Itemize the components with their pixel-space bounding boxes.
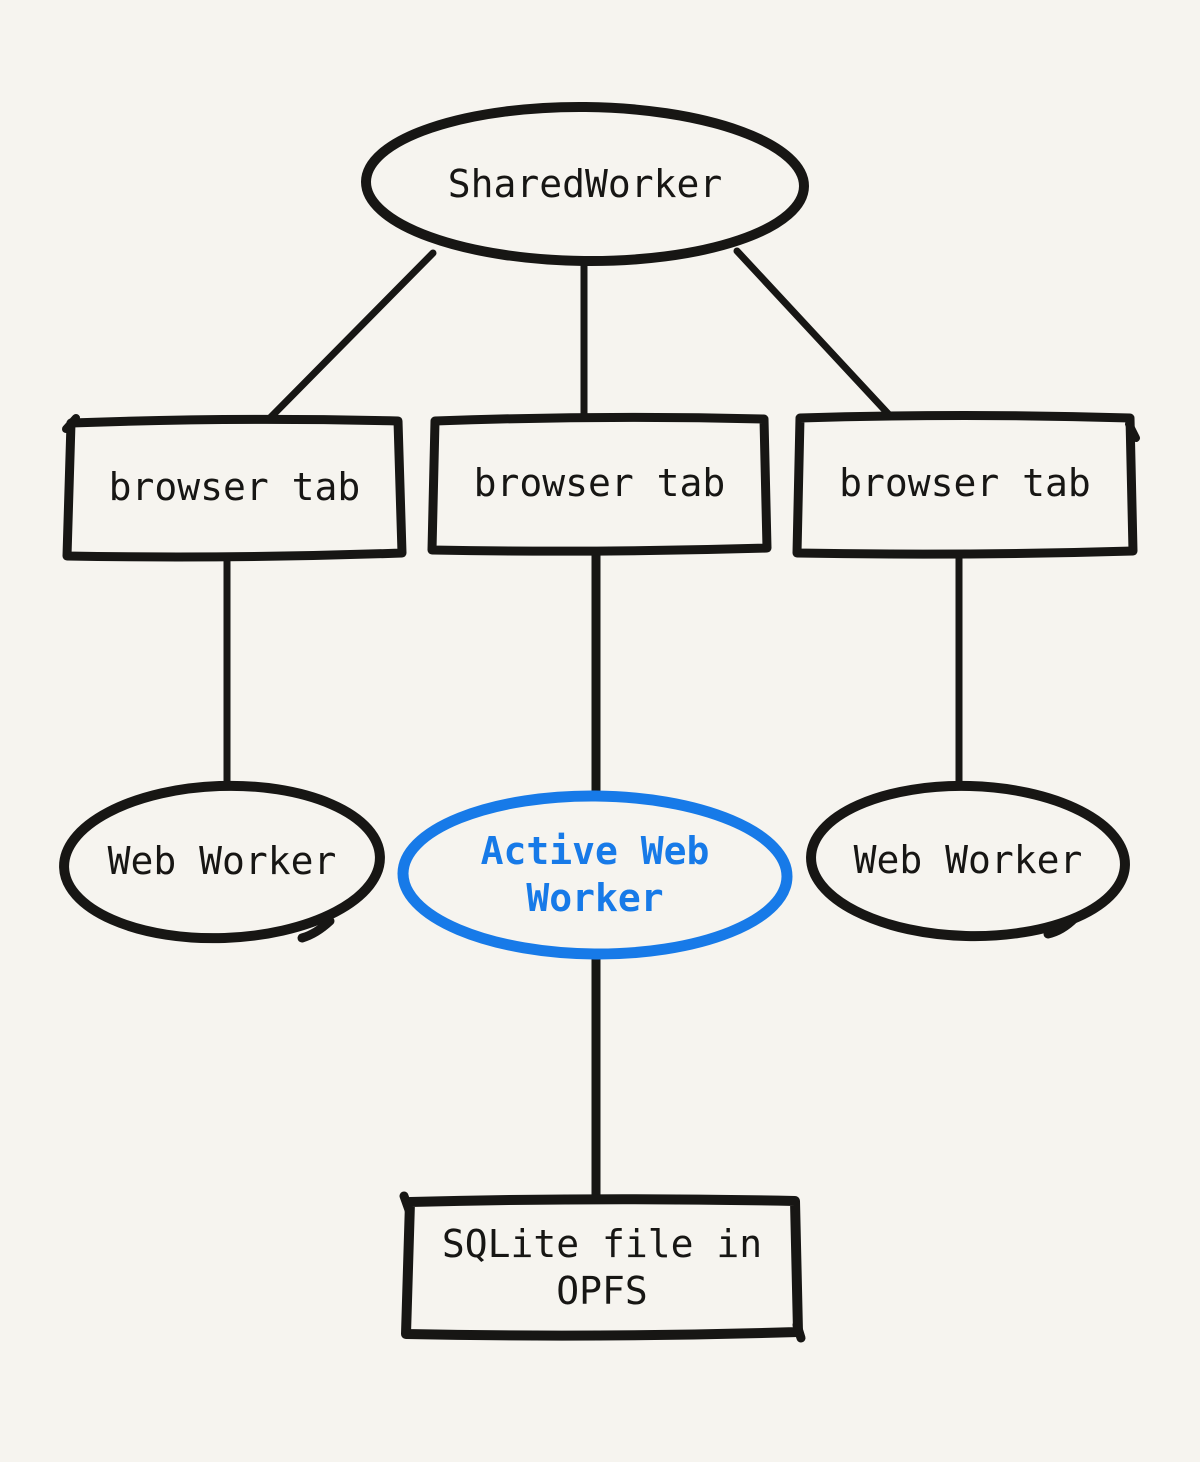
- shared-worker-node: [361, 101, 809, 267]
- browser-tab-left-label: browser tab: [108, 465, 361, 510]
- web-worker-right-label: Web Worker: [853, 838, 1083, 883]
- edge-sharedworker-tab-left: [264, 249, 437, 424]
- shared-worker-label: SharedWorker: [447, 162, 723, 207]
- browser-tab-right-node: [792, 411, 1138, 559]
- sketch-tick: [399, 1191, 414, 1215]
- sketch-tick: [1125, 420, 1140, 442]
- sketch-overlap: [1043, 913, 1080, 939]
- browser-tab-right-label: browser tab: [839, 461, 1091, 506]
- web-worker-right-node: [806, 780, 1130, 942]
- sketch-tick: [792, 1320, 806, 1343]
- browser-tab-center-label: browser tab: [473, 460, 726, 505]
- active-web-worker-node: [397, 790, 793, 960]
- web-worker-left-node: [59, 780, 385, 944]
- sketch-overlap: [297, 916, 335, 943]
- sqlite-file-label: SQLite file in OPFS: [441, 1221, 763, 1313]
- sketch-tick: [62, 414, 80, 433]
- edge-sharedworker-tab-right: [733, 247, 897, 423]
- web-worker-left-label: Web Worker: [107, 839, 337, 884]
- browser-tab-left-node: [62, 414, 407, 562]
- active-web-worker-label: Active Web Worker: [480, 828, 710, 920]
- browser-tab-center-node: [427, 412, 772, 556]
